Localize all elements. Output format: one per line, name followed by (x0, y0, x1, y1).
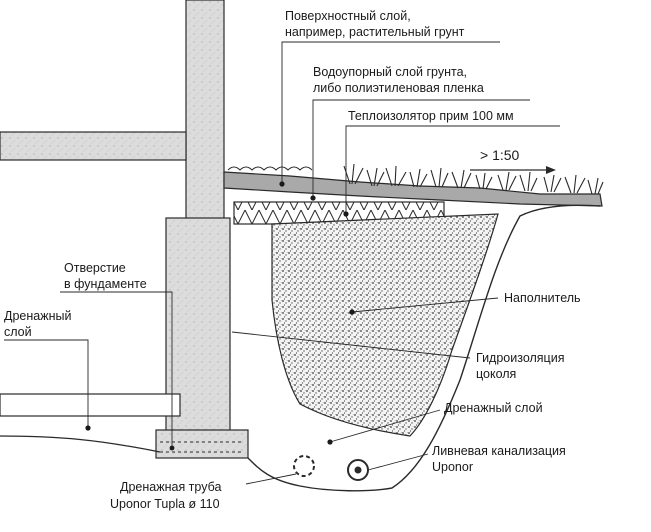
label-drain-pipe-2: Uponor Tupla ø 110 (110, 497, 220, 511)
ground-layers (223, 166, 603, 225)
building-structure (0, 0, 249, 459)
label-plinth-waterproofing-2: цоколя (476, 367, 516, 381)
drain-pipe-icon (293, 455, 315, 477)
slope-arrow-icon (470, 166, 556, 174)
label-drain-layer-left-2: слой (4, 325, 32, 339)
label-opening-1: Отверстие (64, 261, 126, 275)
labels: Поверхностный слой, например, растительн… (4, 9, 581, 511)
label-storm-sewer-2: Uponor (432, 460, 473, 474)
floor-slab (0, 131, 187, 161)
leader-lines (4, 41, 560, 485)
label-drain-pipe-1: Дренажная труба (120, 480, 221, 494)
label-drain-layer-left-1: Дренажный (4, 309, 71, 323)
excavation-outline (247, 204, 601, 492)
label-surface-layer-1: Поверхностный слой, (285, 9, 411, 23)
foundation-footing (155, 429, 249, 459)
label-drain-layer-right: Дренажный слой (444, 401, 543, 415)
label-filler: Наполнитель (504, 291, 581, 305)
label-insulator: Теплоизолятор прим 100 мм (348, 109, 514, 123)
basement-slab (0, 393, 181, 417)
label-waterproof-layer-1: Водоупорный слой грунта, (313, 65, 467, 79)
label-opening-2: в фундаменте (64, 277, 147, 291)
grass-icon (343, 163, 604, 195)
waterproof-soil-layer (223, 171, 603, 207)
label-storm-sewer-1: Ливневая канализация (432, 444, 566, 458)
label-slope: > 1:50 (480, 147, 520, 163)
filler-gravel (271, 213, 499, 437)
label-plinth-waterproofing-1: Гидроизоляция (476, 351, 564, 365)
label-surface-layer-2: например, растительный грунт (285, 25, 465, 39)
storm-sewer-pipe-icon (347, 459, 369, 481)
label-waterproof-layer-2: либо полиэтиленовая пленка (313, 81, 484, 95)
